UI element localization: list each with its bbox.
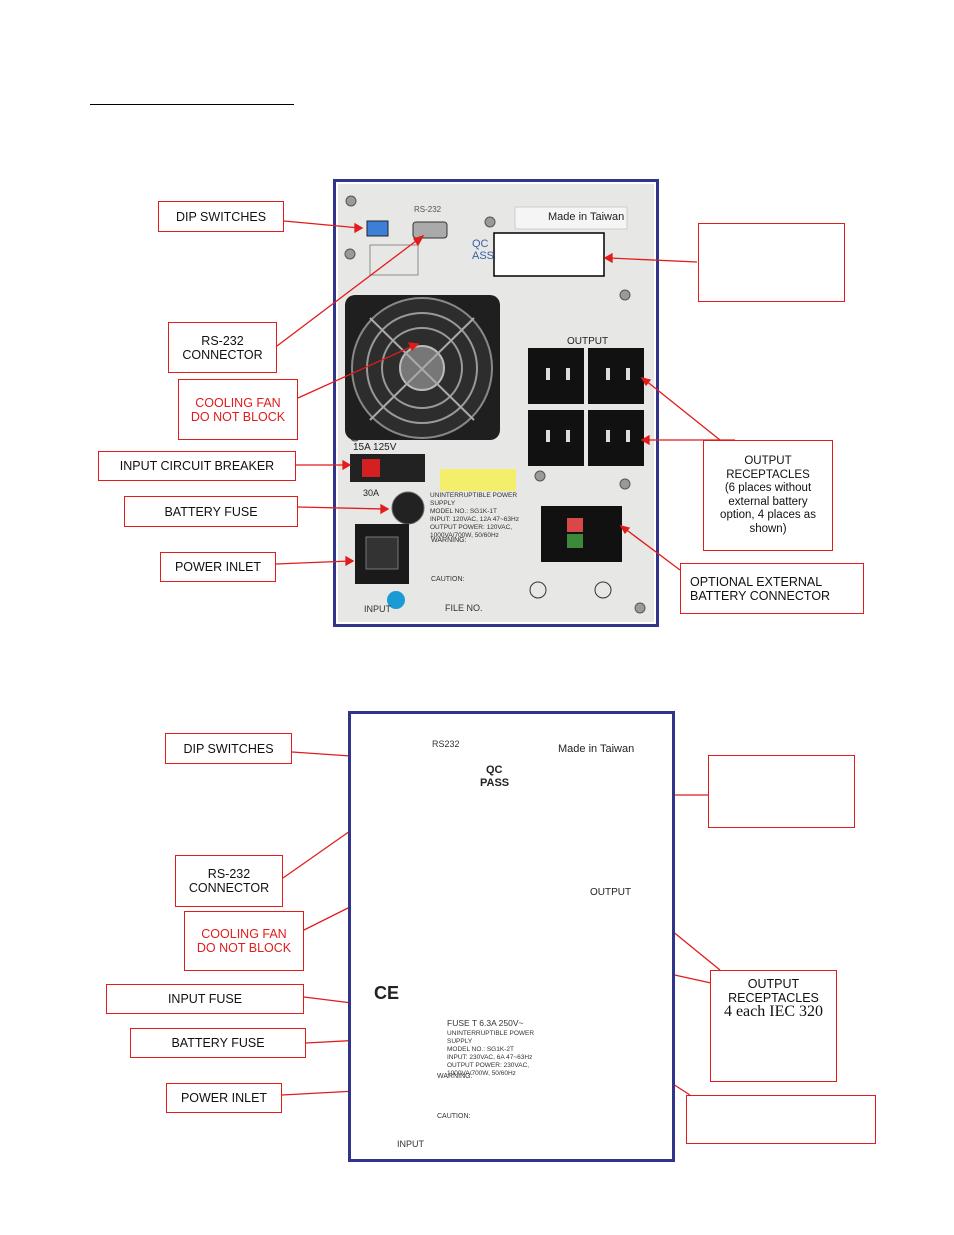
section-title-underline xyxy=(90,104,294,105)
callout-battery-fuse: BATTERY FUSE xyxy=(130,1028,306,1058)
top-blank-label-box xyxy=(493,232,605,277)
fuse-rating-text: FUSE T 6.3A 250V~ xyxy=(447,1018,524,1028)
rs232-port-icon xyxy=(412,221,448,239)
callout-dip-switches: DIP SWITCHES xyxy=(158,201,284,232)
bottom-ups-photo-frame xyxy=(348,711,675,1162)
dip-switch-icon xyxy=(366,220,389,237)
made-in-label-bg xyxy=(514,206,628,230)
callout-rs232-connector: RS-232 CONNECTOR xyxy=(175,855,283,907)
fuse-rating-text: 30A xyxy=(363,488,380,498)
ul-mark-icon xyxy=(529,581,547,599)
output-label: OUTPUT xyxy=(590,887,632,898)
output-receptacles-title: OUTPUT RECEPTACLES xyxy=(728,977,819,1005)
top-caution-text: CAUTION: xyxy=(431,576,465,583)
screw-icon xyxy=(344,248,356,260)
made-in-taiwan-text: Made in Taiwan xyxy=(548,211,625,223)
input-label: INPUT xyxy=(397,1139,424,1149)
blue-sticker-icon xyxy=(387,591,405,609)
callout-external-battery: OPTIONAL EXTERNAL BATTERY CONNECTOR xyxy=(680,563,864,614)
top-spec-text: UNINTERRUPTIBLE POWER SUPPLY MODEL NO.: … xyxy=(430,492,519,539)
callout-output-receptacles: OUTPUT RECEPTACLES 4 each IEC 320 xyxy=(710,970,837,1082)
screw-icon xyxy=(534,470,546,482)
bottom-spec-text: UNINTERRUPTIBLE POWER SUPPLY MODEL NO.: … xyxy=(447,1030,535,1077)
output-label: OUTPUT xyxy=(567,336,609,347)
callout-blank-right xyxy=(708,755,855,828)
output-receptacles-icon xyxy=(528,348,644,466)
rs232-port-label: RS232 xyxy=(432,739,460,749)
breaker-rating-text: 15A 125V xyxy=(353,442,397,453)
screw-icon xyxy=(634,602,646,614)
screw-icon xyxy=(619,289,631,301)
input-label: INPUT xyxy=(364,604,391,614)
screw-icon xyxy=(345,195,357,207)
callout-blank-bottom xyxy=(686,1095,876,1144)
callout-power-inlet: POWER INLET xyxy=(166,1083,282,1113)
made-in-taiwan-text: Made in Taiwan xyxy=(558,743,635,755)
ul-mark-icon xyxy=(594,581,612,599)
output-receptacles-subtitle: 4 each IEC 320 xyxy=(723,1003,824,1020)
cooling-fan-icon xyxy=(345,295,500,440)
callout-dip-switches: DIP SWITCHES xyxy=(165,733,292,764)
battery-fuse-icon xyxy=(391,491,425,525)
callout-output-receptacles: OUTPUT RECEPTACLES (6 places without ext… xyxy=(703,440,833,551)
breaker-switch-icon xyxy=(362,459,380,477)
ce-mark-icon: CE xyxy=(374,983,400,1003)
bottom-caution-text: CAUTION: xyxy=(437,1113,471,1120)
screw-icon xyxy=(484,216,496,228)
qc-label: QC xyxy=(486,764,503,776)
callout-cooling-fan: COOLING FAN DO NOT BLOCK xyxy=(178,379,298,440)
top-warning-text: WARNING: xyxy=(431,537,467,544)
callout-input-fuse: INPUT FUSE xyxy=(106,984,304,1014)
dip-table xyxy=(369,244,419,276)
pass-label: ASS xyxy=(472,250,495,262)
bottom-warning-text: WARNING: xyxy=(437,1073,473,1080)
pass-label: PASS xyxy=(480,777,510,789)
callout-cooling-fan: COOLING FAN DO NOT BLOCK xyxy=(184,911,304,971)
callout-input-circuit-breaker: INPUT CIRCUIT BREAKER xyxy=(98,451,296,481)
top-yellow-label xyxy=(440,469,516,491)
screw-icon xyxy=(619,478,631,490)
callout-battery-fuse: BATTERY FUSE xyxy=(124,496,298,527)
qc-label: QC xyxy=(472,238,489,250)
callout-rs232-connector: RS-232 CONNECTOR xyxy=(168,322,277,373)
file-no-label: FILE NO. xyxy=(445,603,483,613)
callout-blank-right xyxy=(698,223,845,302)
rs232-port-label: RS-232 xyxy=(414,205,442,214)
callout-power-inlet: POWER INLET xyxy=(160,552,276,582)
circuit-breaker-icon xyxy=(350,454,425,482)
